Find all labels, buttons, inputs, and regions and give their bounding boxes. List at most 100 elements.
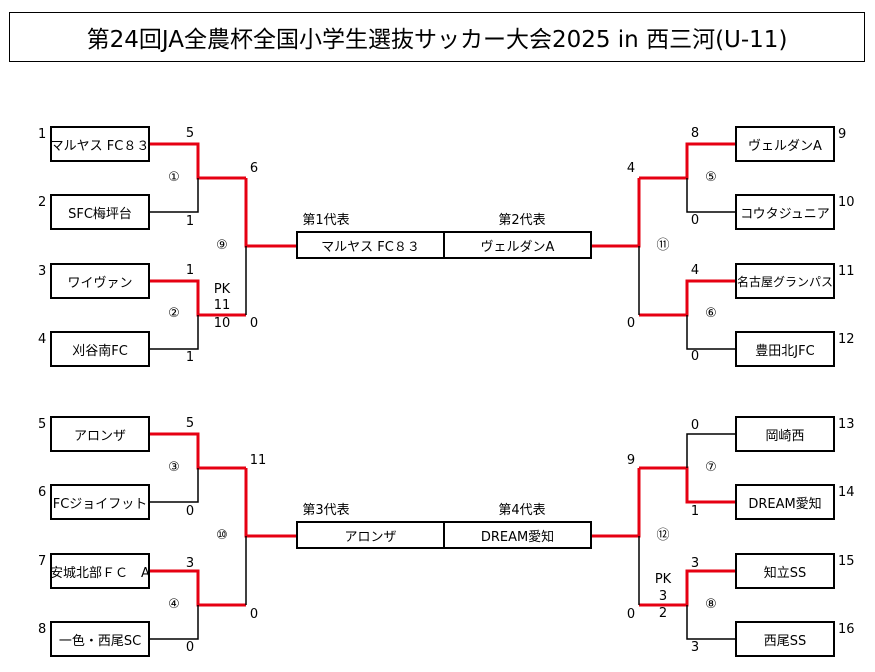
team-box-9: ヴェルダンA	[735, 126, 835, 162]
bracket-line-m7-winner	[639, 466, 735, 504]
team-box-11: 名古屋グランパス	[735, 263, 835, 299]
rep4-team: DREAM愛知	[443, 523, 590, 547]
score-m8-b: 3	[690, 640, 700, 655]
team-box-7: 安城北部ＦＣ A	[50, 553, 150, 589]
seed-number: 7	[38, 554, 47, 569]
seed-number: 16	[838, 622, 855, 637]
team-box-3: ワイヴァン	[50, 263, 150, 299]
seed-number: 6	[38, 485, 47, 500]
score-m10-a: 11	[249, 453, 267, 468]
match-number-9: ⑨	[216, 238, 228, 253]
score-m3-a: 5	[185, 416, 195, 431]
match-number-2: ②	[168, 306, 180, 321]
team-box-14: DREAM愛知	[735, 484, 835, 520]
score-m10-b: 0	[249, 607, 259, 622]
match-number-12: ⑫	[656, 528, 670, 543]
team-box-16: 西尾SS	[735, 621, 835, 657]
bracket-line-m4-winner	[150, 569, 246, 607]
bracket-line-m8-loser	[686, 605, 735, 640]
score-m2-b: 1	[185, 350, 195, 365]
tournament-title: 第24回JA全農杯全国小学生選抜サッカー大会2025 in 西三河(U-11)	[9, 12, 865, 62]
seed-number: 10	[838, 195, 855, 210]
seed-number: 8	[38, 622, 47, 637]
score-m4-b: 0	[185, 640, 195, 655]
rep2-label: 第2代表	[498, 213, 546, 228]
score-m2-a: 1	[185, 263, 195, 278]
seed-number: 3	[38, 264, 47, 279]
bracket-line-m9-winner	[244, 178, 296, 248]
pk-score-m8-a: 3	[658, 589, 668, 604]
rep1-label: 第1代表	[302, 213, 350, 228]
team-box-5: アロンザ	[50, 416, 150, 452]
score-m12-b: 0	[626, 607, 636, 622]
team-box-13: 岡崎西	[735, 416, 835, 452]
right-top-lines	[590, 142, 735, 350]
pk-label-m2: PK	[213, 282, 231, 297]
team-box-1: マルヤス FC８３	[50, 126, 150, 162]
seed-number: 14	[838, 485, 855, 500]
team-box-12: 豊田北JFC	[735, 331, 835, 367]
bracket-line-m12-winner	[590, 468, 641, 538]
left-top-lines	[150, 142, 296, 350]
score-m4-a: 3	[185, 556, 195, 571]
team-box-8: 一色・西尾SC	[50, 621, 150, 657]
team-box-10: コウタジュニア	[735, 194, 835, 230]
pk-score-m2-a: 11	[213, 298, 231, 313]
match-number-11: ⑪	[656, 238, 670, 253]
rep3-team: アロンザ	[344, 529, 397, 545]
seed-number: 1	[38, 127, 47, 142]
match-number-10: ⑩	[216, 528, 228, 543]
match-number-4: ④	[168, 597, 180, 612]
bracket-line-m3-winner	[150, 432, 246, 470]
representatives-upper: マルヤス FC８３ ヴェルダンA	[296, 231, 592, 259]
score-m11-b: 0	[626, 316, 636, 331]
seed-number: 2	[38, 195, 47, 210]
team-box-4: 刈谷南FC	[50, 331, 150, 367]
bracket-line-m2-loser	[150, 315, 199, 350]
score-m5-a: 8	[690, 126, 700, 141]
match-number-6: ⑥	[705, 306, 717, 321]
match-number-3: ③	[168, 460, 180, 475]
right-bottom-lines	[590, 433, 735, 640]
rep4-label: 第4代表	[498, 503, 546, 518]
score-m9-b: 0	[249, 316, 259, 331]
pk-label-m8: PK	[654, 572, 672, 587]
team-box-15: 知立SS	[735, 553, 835, 589]
score-m7-b: 1	[690, 504, 700, 519]
score-m1-a: 5	[185, 126, 195, 141]
bracket-line-m1-winner	[150, 142, 246, 180]
score-m5-b: 0	[690, 213, 700, 228]
bracket-line-m5-winner	[639, 142, 735, 180]
score-m7-a: 0	[690, 418, 700, 433]
seed-number: 4	[38, 332, 47, 347]
bracket-line-m11-winner	[590, 178, 641, 248]
score-m6-a: 4	[690, 263, 700, 278]
representatives-lower: アロンザ DREAM愛知	[296, 521, 592, 549]
bracket-line-m2-winner	[150, 279, 246, 317]
seed-number: 13	[838, 417, 855, 432]
rep2-team: ヴェルダンA	[443, 233, 590, 257]
bracket-line-m3-loser	[150, 468, 199, 503]
match-number-7: ⑦	[705, 460, 717, 475]
score-m12-a: 9	[626, 453, 636, 468]
team-box-6: FCジョイフット	[50, 484, 150, 520]
score-m8-a: 3	[690, 556, 700, 571]
bracket-line-m6-loser	[686, 315, 735, 350]
score-m9-a: 6	[249, 161, 259, 176]
rep3-label: 第3代表	[302, 503, 350, 518]
bracket-line-m10-winner	[244, 468, 296, 538]
seed-number: 12	[838, 332, 855, 347]
left-bottom-lines	[150, 432, 296, 640]
score-m11-a: 4	[626, 161, 636, 176]
score-m3-b: 0	[185, 504, 195, 519]
match-number-5: ⑤	[705, 170, 717, 185]
bracket-line-m8-winner	[639, 569, 735, 607]
bracket-line-m4-loser	[150, 605, 199, 640]
seed-number: 9	[838, 127, 847, 142]
pk-score-m8-b: 2	[658, 606, 668, 621]
score-m6-b: 0	[690, 349, 700, 364]
match-number-1: ①	[168, 170, 180, 185]
seed-number: 15	[838, 554, 855, 569]
bracket-line-m5-loser	[686, 178, 735, 213]
